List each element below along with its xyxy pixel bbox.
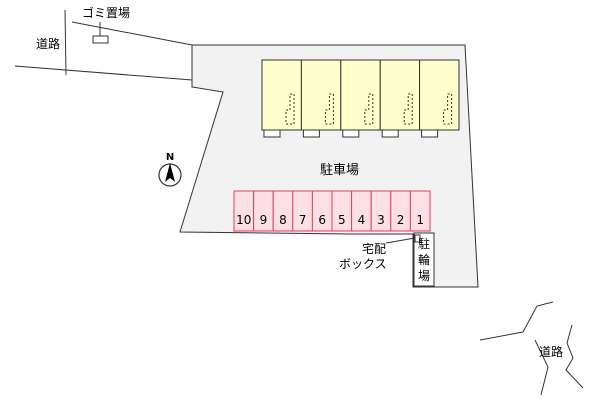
parking-space: 5 bbox=[331, 190, 353, 232]
parking-space: 10 bbox=[233, 190, 255, 232]
building-unit bbox=[300, 59, 342, 138]
delivery-box-leader-line bbox=[385, 237, 416, 244]
building-unit bbox=[419, 59, 460, 138]
building-unit bbox=[261, 59, 302, 138]
parking-space-number: 9 bbox=[260, 213, 268, 227]
parking-space: 8 bbox=[272, 190, 294, 232]
bike-parking-area bbox=[413, 232, 435, 287]
parking-space-number: 2 bbox=[397, 213, 405, 227]
north-arrow-icon bbox=[158, 163, 182, 187]
bike-parking-label-1: 駐 bbox=[418, 236, 430, 251]
building-unit bbox=[379, 59, 421, 138]
bike-parking-label-2: 輪 bbox=[418, 252, 430, 267]
parking-space-number: 10 bbox=[236, 213, 251, 227]
bike-parking-label-3: 場 bbox=[418, 269, 430, 283]
garbage-area bbox=[92, 35, 109, 44]
delivery-box-label-line2: ボックス bbox=[339, 257, 387, 271]
parking-space: 2 bbox=[390, 190, 411, 232]
north-label: N bbox=[166, 152, 174, 163]
parking-space: 7 bbox=[292, 190, 313, 232]
parking-space-number: 4 bbox=[358, 213, 366, 227]
parking-space-number: 7 bbox=[299, 213, 307, 227]
road-lines bbox=[14, 9, 584, 396]
delivery-box-label-line1: 宅配 bbox=[362, 241, 386, 256]
road-label-bottom-right: 道路 bbox=[539, 344, 563, 359]
parking-space-number: 5 bbox=[338, 213, 346, 227]
parking-lot-label: 駐車場 bbox=[320, 163, 359, 178]
parking-space: 1 bbox=[409, 190, 431, 232]
parking-space-number: 6 bbox=[318, 213, 326, 227]
parking-space: 9 bbox=[253, 190, 274, 232]
parking-space-number: 8 bbox=[279, 213, 287, 227]
parking-space: 6 bbox=[311, 190, 333, 232]
building-unit bbox=[340, 59, 381, 138]
parking-space: 3 bbox=[370, 190, 392, 232]
parking-space-number: 3 bbox=[377, 213, 385, 227]
parking-space-number: 1 bbox=[416, 213, 424, 227]
apartment-building bbox=[261, 59, 460, 138]
garbage-label: ゴミ置場 bbox=[82, 5, 130, 20]
parking-space: 4 bbox=[351, 190, 372, 232]
road-label-top-left: 道路 bbox=[36, 36, 60, 51]
